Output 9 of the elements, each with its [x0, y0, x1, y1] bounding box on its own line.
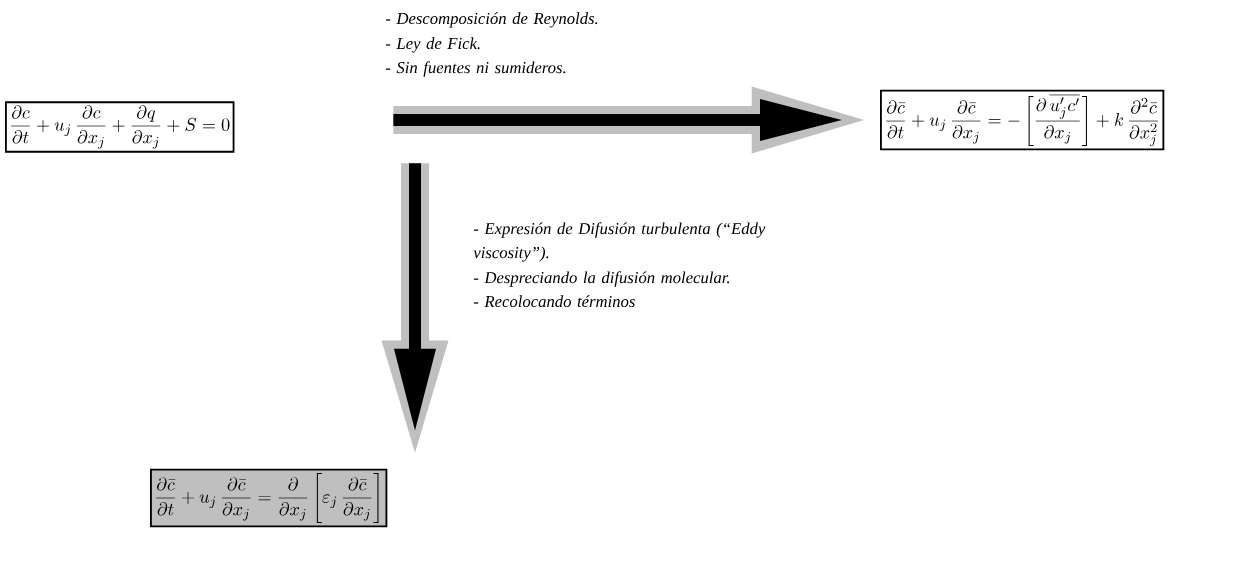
note-text: - Descomposición de Reynolds. — [385, 12, 598, 28]
equation-box: $\frac{\partial \bar{c}}{\partial t}+u_j\,\frac{\partial \bar{c}}{\partial x_j}=-\left[\frac{\partial\,\overline{u_j'c'}}{\partial x_j}\right]+k\,\frac{\partial^2 \bar{c}}{\partial x_j^2}$ — [880, 89, 1165, 151]
note-text: - Expresión de Difusión turbulenta (“Eddy viscosity”). — [473, 222, 766, 262]
note-text: - Ley de Fick. — [385, 37, 480, 53]
equation-box: $\frac{\partial \bar{c}}{\partial t}+u_j\,\frac{\partial \bar{c}}{\partial x_j}=\frac{\partial}{\partial x_j}\left[\varepsilon_j\,\frac{\partial \bar{c}}{\partial x_j}\right]$ — [150, 468, 388, 528]
equation-box: $\frac{\partial c}{\partial t}+u_j\,\frac{\partial c}{\partial x_j}+\frac{\partial q}{\partial x_j}+S=0$ — [5, 101, 235, 153]
note-text: - Despreciando la difusión molecular. — [473, 271, 730, 287]
note-text: - Sin fuentes ni sumideros. — [385, 61, 566, 77]
note-text: - Recolocando términos — [473, 295, 635, 308]
